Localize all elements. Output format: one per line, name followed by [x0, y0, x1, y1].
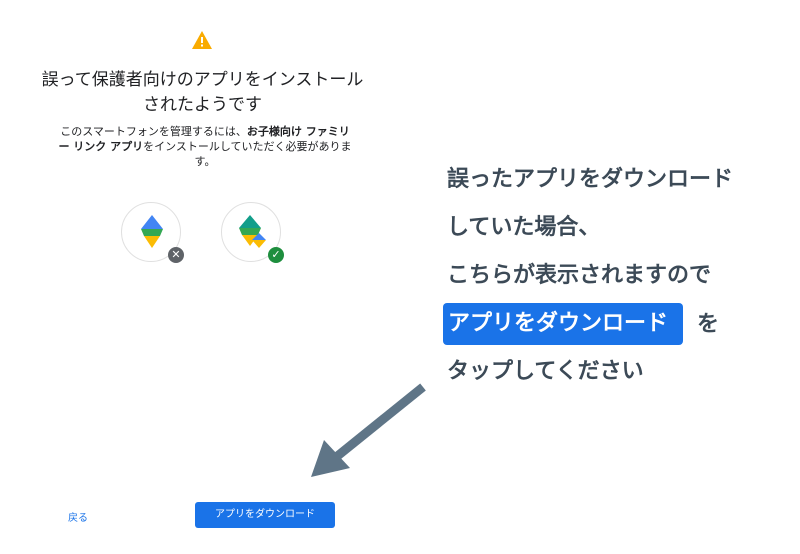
close-icon: ✕ [168, 247, 184, 263]
desc-app-name: お子様向け ファミリー リンク アプリ [58, 125, 350, 153]
callout-line-4-suffix: を [697, 312, 720, 337]
callout-line-5: タップしてください [447, 359, 644, 384]
kite-icon [239, 215, 266, 248]
dialog-description: このスマートフォンを管理するには、お子様向け ファミリー リンク アプリをインス… [55, 124, 355, 169]
back-button[interactable]: 戻る [68, 513, 88, 524]
check-icon: ✓ [268, 247, 284, 263]
child-app-icon: ✓ [221, 202, 284, 263]
callout-highlight: アプリをダウンロード [443, 303, 683, 345]
dialog-title: 誤って保護者向けのアプリをインストールされたようです [41, 70, 364, 115]
kite-icon [141, 215, 163, 248]
download-app-button[interactable]: アプリをダウンロード [195, 502, 335, 528]
parent-app-icon: ✕ [121, 202, 184, 263]
callout-line-3: こちらが表示されますので [447, 263, 712, 288]
desc-text: このスマートフォンを管理するには、 [60, 125, 247, 138]
callout-line-2: していた場合、 [447, 215, 601, 240]
callout-line-1: 誤ったアプリをダウンロード [447, 167, 734, 192]
warning-icon [192, 31, 212, 49]
desc-text-end: をインストールしていただく必要があります。 [143, 140, 352, 168]
